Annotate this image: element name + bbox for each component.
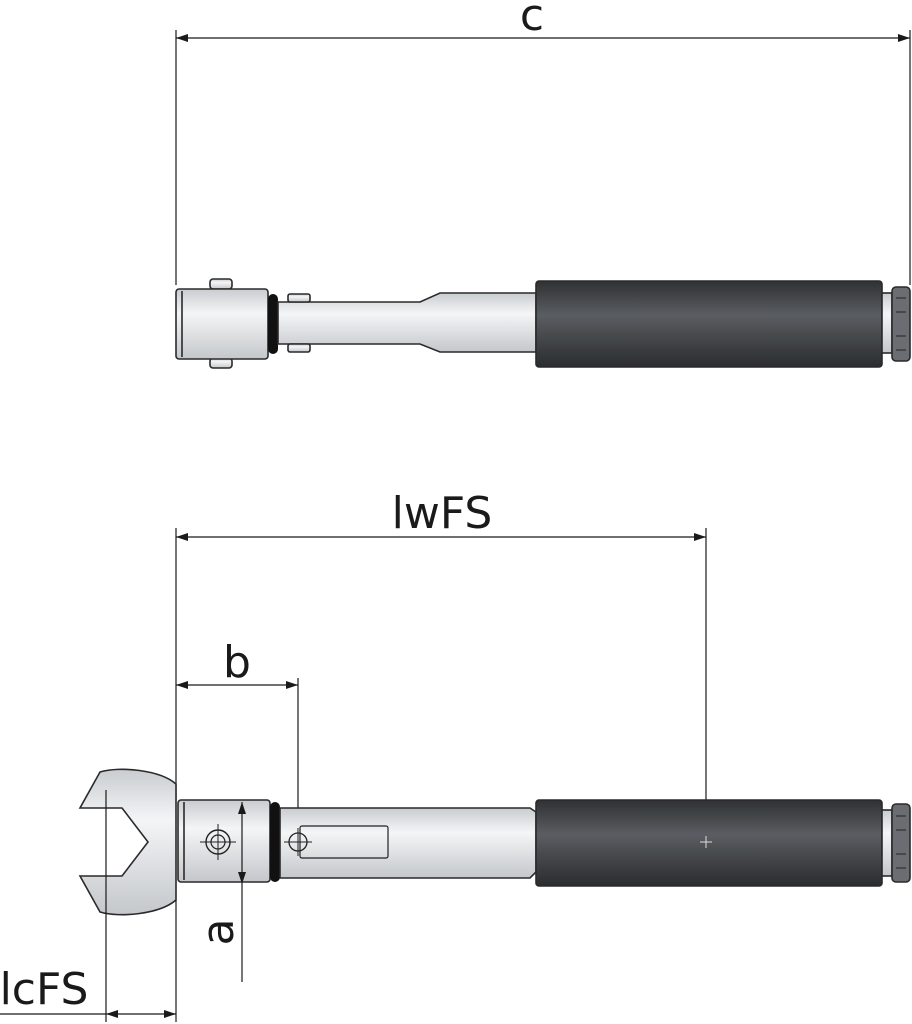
label-c: c xyxy=(520,0,544,41)
top-pin-upper xyxy=(209,278,233,290)
label-b: b xyxy=(223,637,251,688)
top-clip-lower xyxy=(287,343,311,353)
top-shaft xyxy=(277,292,537,353)
open-end-spanner-head xyxy=(78,768,177,916)
top-clip-upper xyxy=(287,293,311,303)
top-end-collar xyxy=(881,292,893,354)
bottom-end-cap xyxy=(891,803,911,883)
top-grip xyxy=(535,280,883,368)
label-lcfs: lcFS xyxy=(0,964,88,1015)
bottom-grip xyxy=(535,799,883,887)
label-a: a xyxy=(193,919,244,946)
bottom-shaft xyxy=(279,807,537,879)
bottom-wrench: lwFS b xyxy=(0,488,911,1022)
top-wrench: c xyxy=(175,0,911,369)
top-ring xyxy=(268,294,278,354)
bottom-end-collar xyxy=(881,809,893,877)
top-head-block xyxy=(175,288,269,360)
bottom-ring xyxy=(270,802,280,882)
bottom-head-block xyxy=(177,799,271,883)
top-end-cap xyxy=(891,286,911,362)
label-lwfs: lwFS xyxy=(392,488,493,539)
